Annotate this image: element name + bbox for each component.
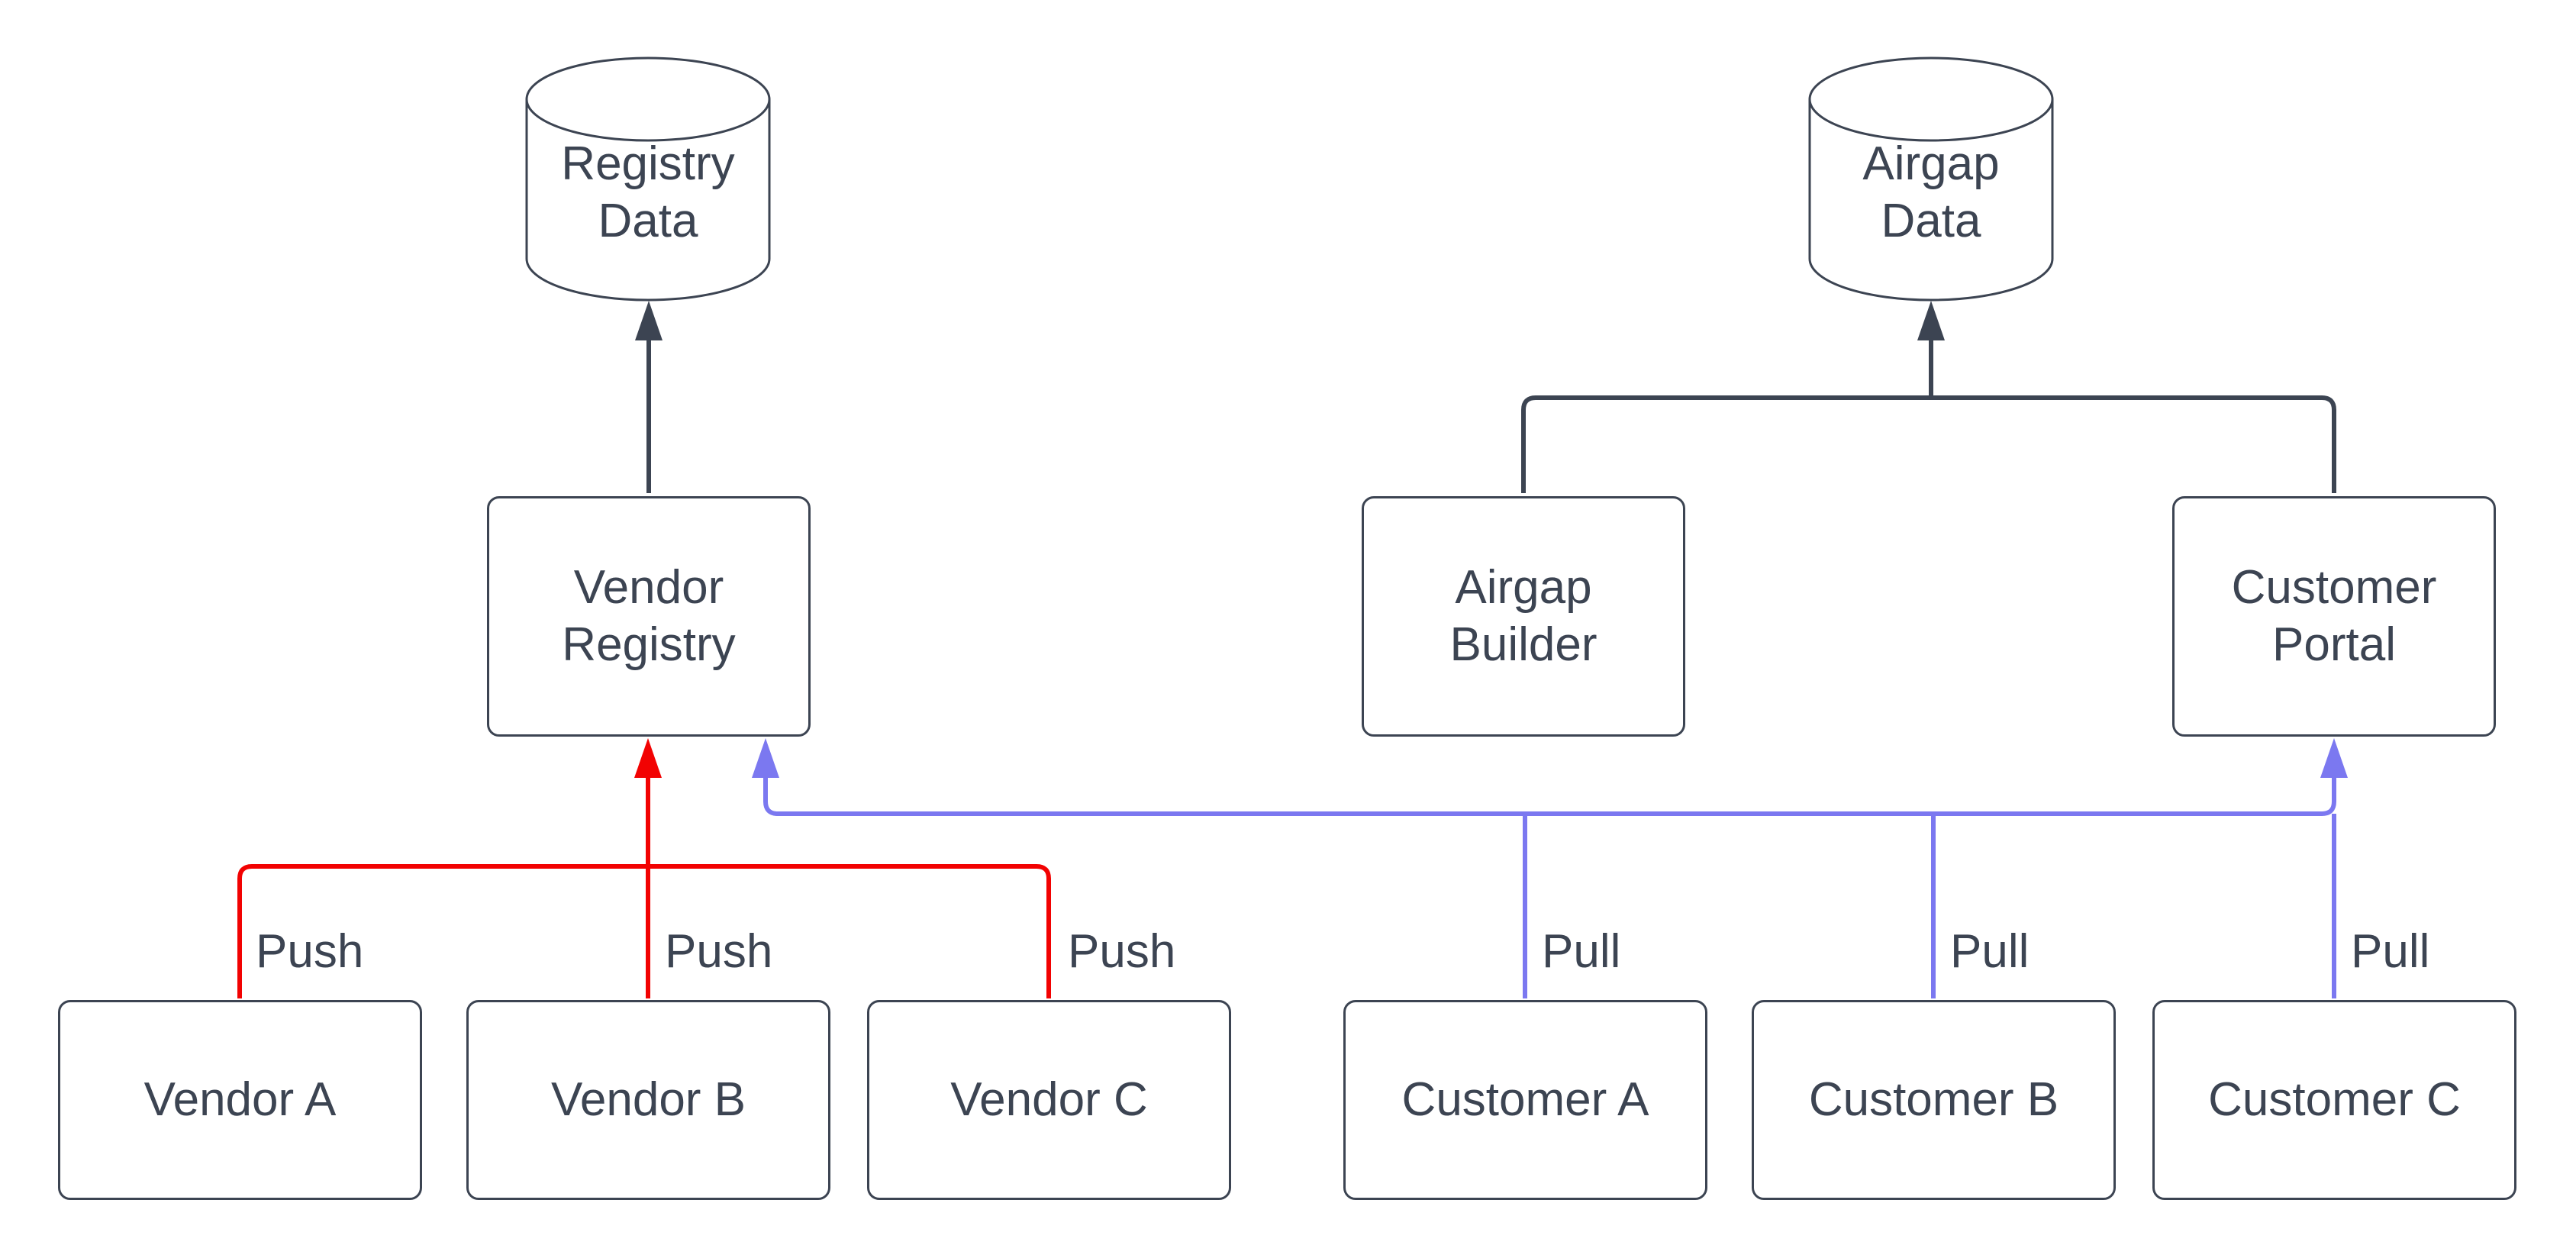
- node-vendor-registry: Vendor Registry: [487, 496, 811, 737]
- edge-pull-trunk: [763, 774, 2336, 816]
- arrowhead-registry-data: [635, 301, 663, 340]
- node-customer-b: Customer B: [1752, 1000, 2116, 1200]
- node-vendor-c: Vendor C: [867, 1000, 1231, 1200]
- edge-airgap-builder-customer-portal-to-airgap-data: [1521, 395, 2336, 493]
- edge-label-pull-customer-a: Pull: [1542, 925, 1621, 978]
- arrowhead-push-vendor-registry: [634, 738, 662, 778]
- edge-label-pull-customer-c: Pull: [2351, 925, 2430, 978]
- node-vendor-b: Vendor B: [466, 1000, 830, 1200]
- arrowhead-pull-customer-portal: [2320, 738, 2348, 778]
- edge-push-trunk: [237, 864, 1051, 998]
- arrowhead-pull-vendor-registry: [752, 738, 779, 778]
- node-airgap-builder: Airgap Builder: [1362, 496, 1685, 737]
- node-customer-a: Customer A: [1343, 1000, 1707, 1200]
- cylinder-airgap-data-top: [1808, 56, 2054, 142]
- edge-label-push-vendor-b: Push: [665, 925, 773, 978]
- arrowhead-airgap-data: [1917, 301, 1945, 340]
- cylinder-registry-data-body: [525, 99, 771, 302]
- node-customer-c: Customer C: [2152, 1000, 2516, 1200]
- node-vendor-a: Vendor A: [58, 1000, 422, 1200]
- cylinder-airgap-data-body: [1808, 99, 2054, 302]
- cylinder-registry-data: [525, 56, 771, 302]
- edge-label-push-vendor-a: Push: [256, 925, 364, 978]
- cylinder-registry-data-top: [525, 56, 771, 142]
- edge-label-push-vendor-c: Push: [1068, 925, 1176, 978]
- cylinder-label-airgap-data: Airgap Data: [1862, 137, 2000, 247]
- node-customer-portal: Customer Portal: [2172, 496, 2496, 737]
- edge-label-pull-customer-b: Pull: [1950, 925, 2030, 978]
- cylinder-label-registry-data: Registry Data: [561, 137, 735, 247]
- cylinder-airgap-data: [1808, 56, 2054, 302]
